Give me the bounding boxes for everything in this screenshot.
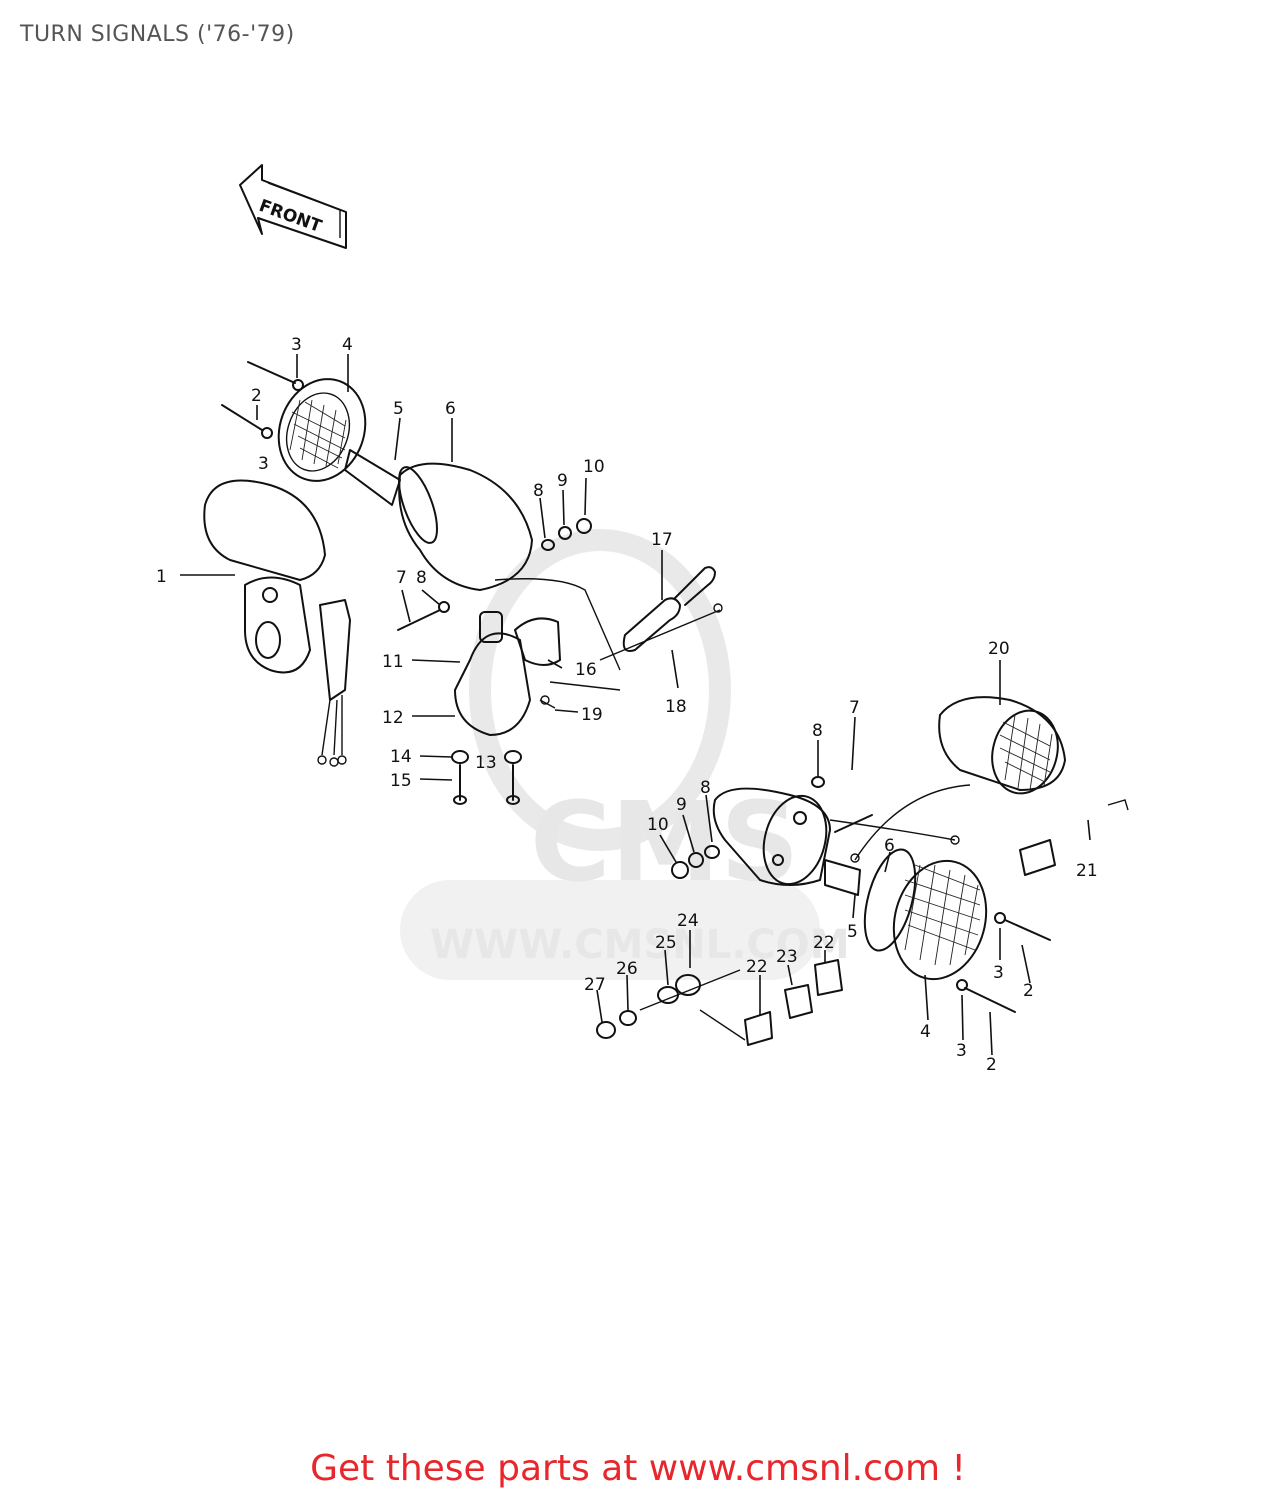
exploded-parts-diagram: CMS WWW.CMSNL.COM FRONT	[156, 164, 1129, 1075]
callout-5: 5	[847, 922, 858, 942]
callout-3: 3	[956, 1041, 967, 1061]
callout-4: 4	[342, 335, 353, 355]
callout-17: 17	[651, 530, 673, 550]
cms-watermark-logo: CMS WWW.CMSNL.COM	[400, 529, 850, 980]
callout-6: 6	[445, 399, 456, 419]
callout-23: 23	[776, 947, 798, 967]
callout-19: 19	[581, 705, 603, 725]
callout-26: 26	[616, 959, 638, 979]
page-title: TURN SIGNALS ('76-'79)	[20, 22, 295, 47]
callout-9: 9	[676, 795, 687, 815]
callout-3: 3	[291, 335, 302, 355]
callout-15: 15	[390, 771, 412, 791]
front-arrow-text: FRONT	[256, 196, 324, 237]
rear-turn-signal-assembly	[596, 696, 1129, 1046]
callout-12: 12	[382, 708, 404, 728]
callout-2: 2	[1023, 981, 1034, 1001]
callout-7: 7	[396, 568, 407, 588]
callout-3: 3	[993, 963, 1004, 983]
callout-21: 21	[1076, 861, 1098, 881]
callout-8: 8	[700, 778, 711, 798]
callout-10: 10	[583, 457, 605, 477]
callout-labels: 3 4 2 3 5 6 8 9 10 1 17 7 8 11 16 12 19 …	[156, 335, 1098, 1075]
callout-4: 4	[920, 1022, 931, 1042]
callout-3: 3	[258, 454, 269, 474]
callout-1: 1	[156, 567, 167, 587]
callout-18: 18	[665, 697, 687, 717]
watermark-url-text: WWW.CMSNL.COM	[430, 922, 850, 968]
callout-25: 25	[655, 933, 677, 953]
callout-8: 8	[812, 721, 823, 741]
callout-27: 27	[584, 975, 606, 995]
callout-22: 22	[746, 957, 768, 977]
callout-8: 8	[533, 481, 544, 501]
get-parts-link[interactable]: Get these parts at www.cmsnl.com !	[310, 1448, 966, 1489]
callout-9: 9	[557, 471, 568, 491]
callout-14: 14	[390, 747, 412, 767]
front-direction-arrow: FRONT	[239, 164, 347, 249]
callout-16: 16	[575, 660, 597, 680]
callout-5: 5	[393, 399, 404, 419]
callout-10: 10	[647, 815, 669, 835]
callout-13: 13	[475, 753, 497, 773]
callout-leaders	[180, 354, 1091, 1056]
callout-2: 2	[986, 1055, 997, 1075]
front-turn-signal-assembly	[203, 361, 723, 805]
callout-24: 24	[677, 911, 699, 931]
callout-6: 6	[884, 836, 895, 856]
callout-8: 8	[416, 568, 427, 588]
callout-20: 20	[988, 639, 1010, 659]
callout-2: 2	[251, 386, 262, 406]
callout-7: 7	[849, 698, 860, 718]
callout-22: 22	[813, 933, 835, 953]
callout-11: 11	[382, 652, 404, 672]
